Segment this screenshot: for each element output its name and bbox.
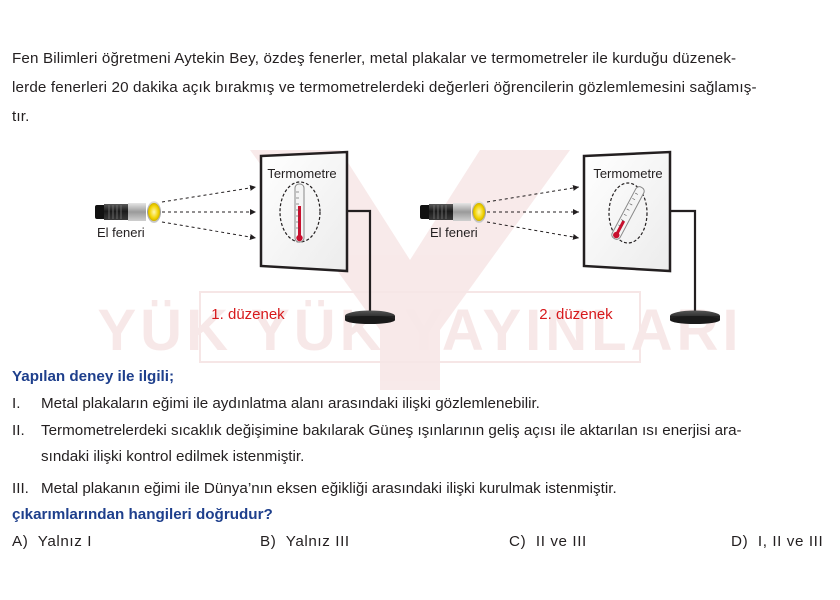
statement-1-number: I.: [12, 395, 21, 412]
statement-1-text: Metal plakaların eğimi ile aydınlatma al…: [41, 395, 540, 412]
setup-1-caption: 1. düzenek: [211, 306, 285, 323]
intro-line-3: tır.: [12, 108, 30, 125]
flashlight-1: [95, 201, 161, 223]
thermometer-1: [294, 183, 305, 243]
thermometer-1-label: Termometre: [267, 166, 336, 181]
option-b[interactable]: B) Yalnız III: [260, 533, 350, 550]
option-c-text: II ve III: [535, 533, 587, 550]
thermometer-2: [611, 186, 645, 240]
option-c-letter: C): [509, 533, 527, 550]
flashlight-2-label: El feneri: [430, 225, 478, 240]
thermometer-2-highlight: [608, 182, 648, 244]
setup-2-caption: 2. düzenek: [539, 306, 613, 323]
option-a-letter: A): [12, 533, 29, 550]
intro-line-1: Fen Bilimleri öğretmeni Aytekin Bey, özd…: [12, 50, 737, 67]
setup-2: El feneri Termometre: [420, 150, 720, 324]
stand-1: [345, 209, 395, 324]
statements-heading: Yapılan deney ile ilgili;: [12, 368, 175, 385]
option-d[interactable]: D) I, II ve III: [731, 533, 823, 550]
option-b-text: Yalnız III: [285, 533, 350, 550]
statement-2-number: II.: [12, 422, 25, 439]
statement-3-number: III.: [12, 480, 29, 497]
statement-2-text-line-1: Termometrelerdeki sıcaklık değişimine ba…: [41, 422, 742, 439]
question-prompt: çıkarımlarından hangileri doğrudur?: [12, 506, 273, 523]
stand-2: [670, 209, 720, 324]
option-c[interactable]: C) II ve III: [509, 533, 587, 550]
thermometer-2-label: Termometre: [593, 166, 662, 181]
intro-line-2: lerde fenerleri 20 dakika açık bırakmış …: [12, 79, 757, 96]
option-a[interactable]: A) Yalnız I: [12, 533, 92, 550]
option-b-letter: B): [260, 533, 277, 550]
watermark-text: YÜK YÜK YAYINLARI: [98, 298, 743, 363]
option-d-text: I, II ve III: [757, 533, 824, 550]
flashlight-1-label: El feneri: [97, 225, 145, 240]
question-intro: Fen Bilimleri öğretmeni Aytekin Bey, özd…: [12, 44, 828, 131]
option-a-text: Yalnız I: [37, 533, 93, 550]
statement-3-text: Metal plakanın eğimi ile Dünya’nın eksen…: [41, 480, 617, 497]
thermometer-1-highlight: [279, 181, 321, 243]
light-rays-1: [161, 184, 257, 240]
setup-1: El feneri Termometre: [95, 150, 395, 324]
flashlight-2: [420, 201, 486, 223]
option-d-letter: D): [731, 533, 749, 550]
statement-2-text-line-2: sındaki ilişki kontrol edilmek istenmişt…: [41, 448, 305, 465]
